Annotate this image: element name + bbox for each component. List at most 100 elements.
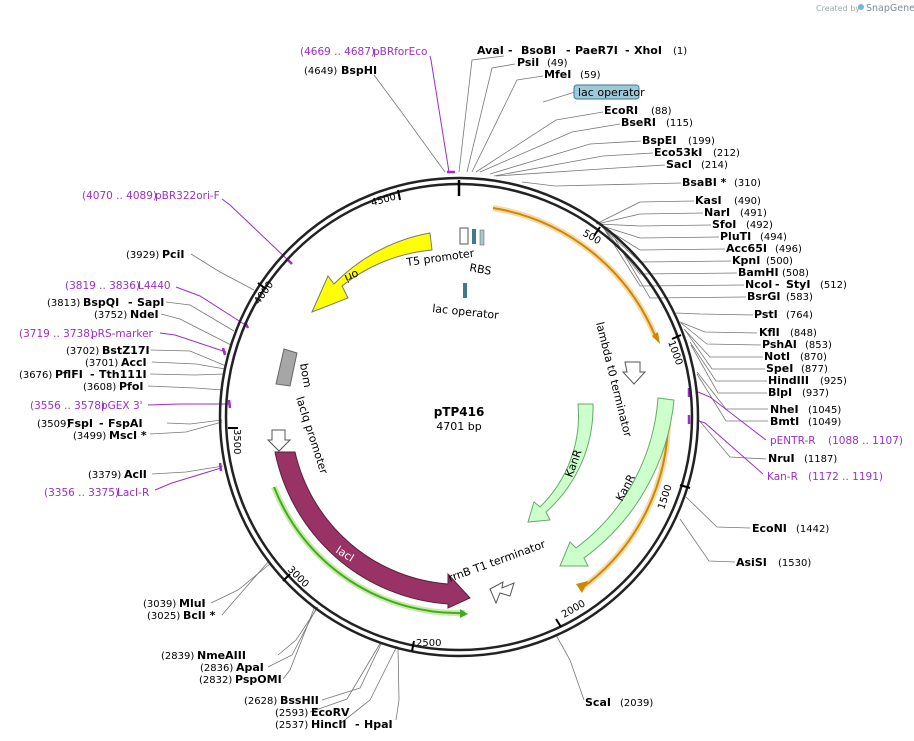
site-bsrgi[interactable]: BsrGI xyxy=(747,290,780,303)
site-pos: (214) xyxy=(701,160,728,171)
site-psppomi[interactable]: PspOMI xyxy=(235,673,282,686)
site-pos: (3608) xyxy=(83,382,116,393)
site-mlui[interactable]: MluI xyxy=(179,597,206,610)
laciq-promoter-arrow[interactable] xyxy=(266,429,292,452)
primer-l4440[interactable]: L4440 xyxy=(138,280,171,292)
lac-operator-box-label: lac operator xyxy=(578,86,645,99)
site-psti[interactable]: PstI xyxy=(754,308,778,321)
site-nrui[interactable]: NruI xyxy=(768,452,795,465)
site-nmeaiii[interactable]: NmeAIII xyxy=(197,649,246,662)
ori-feature[interactable] xyxy=(311,232,433,313)
lac-operator-box-leader xyxy=(542,91,576,103)
site-acc65i[interactable]: Acc65I xyxy=(726,242,767,255)
site-pos: (1530) xyxy=(778,558,811,569)
site-pfoi[interactable]: PfoI xyxy=(119,380,144,393)
rrnb-t1-arrow[interactable] xyxy=(489,581,515,605)
site-eco53ki[interactable]: Eco53kI xyxy=(654,146,702,159)
primer-pentr-r[interactable]: pENTR-R xyxy=(770,435,816,447)
site-nhei[interactable]: NheI xyxy=(770,403,799,416)
site-bamhi[interactable]: BamHI xyxy=(738,266,779,279)
site-bspei[interactable]: BspEI xyxy=(642,134,676,147)
site-fspai[interactable]: FspAI xyxy=(108,417,143,430)
site-pos: (1442) xyxy=(796,524,829,535)
site-pflfi[interactable]: PflFI xyxy=(55,368,83,381)
site-dash: - xyxy=(508,44,513,57)
site-noti[interactable]: NotI xyxy=(764,350,790,363)
site-bseri[interactable]: BseRI xyxy=(621,116,656,129)
site-nari[interactable]: NarI xyxy=(704,206,730,219)
site-asisi[interactable]: AsiSI xyxy=(736,556,767,569)
site-msci[interactable]: MscI * xyxy=(109,429,147,442)
site-psii[interactable]: PsiI xyxy=(517,56,539,69)
lambda-t0-arrow[interactable] xyxy=(621,361,647,385)
site-pluti[interactable]: PluTI xyxy=(720,230,751,243)
site-bsphi[interactable]: BspHI xyxy=(341,64,377,77)
site-pos: (870) xyxy=(800,352,827,363)
primer-pbr322ori-f[interactable]: pBR322ori-F xyxy=(155,190,220,202)
site-hincii[interactable]: HincII xyxy=(311,718,347,731)
site-spei[interactable]: SpeI xyxy=(766,362,793,375)
site-ecori[interactable]: EcoRI xyxy=(604,104,638,117)
site-apai[interactable]: ApaI xyxy=(236,661,264,674)
site-acci[interactable]: AccI xyxy=(121,356,147,369)
site-leader-lines xyxy=(147,55,768,724)
bom-feature[interactable] xyxy=(275,348,298,387)
site-bsshii[interactable]: BssHII xyxy=(280,694,319,707)
site-acli[interactable]: AclI xyxy=(124,468,147,481)
site-bstz17i[interactable]: BstZ17I xyxy=(102,344,150,357)
site-tth111i[interactable]: Tth111I xyxy=(99,368,147,381)
site-econi[interactable]: EcoNI xyxy=(752,522,787,535)
site-mfei[interactable]: MfeI xyxy=(544,68,571,81)
rbs-element[interactable] xyxy=(479,229,485,246)
site-pos: (1) xyxy=(673,46,687,57)
site-paer7i[interactable]: PaeR7I xyxy=(575,44,618,57)
site-pos: (199) xyxy=(688,136,715,147)
site-hpai[interactable]: HpaI xyxy=(364,718,393,731)
site-ncoi[interactable]: NcoI xyxy=(745,278,772,291)
site-pshai[interactable]: PshAI xyxy=(762,338,797,351)
site-fspi[interactable]: FspI xyxy=(67,417,93,430)
site-sapi[interactable]: SapI xyxy=(137,296,164,309)
site-saci[interactable]: SacI xyxy=(666,158,692,171)
site-scai[interactable]: ScaI xyxy=(585,696,611,709)
site-styi[interactable]: StyI xyxy=(786,278,810,291)
site-sfoi[interactable]: SfoI xyxy=(712,218,736,231)
site-pos: (925) xyxy=(820,376,847,387)
site-pos: (2593) xyxy=(275,708,308,719)
site-blpi[interactable]: BlpI xyxy=(768,386,792,399)
primer-prs-marker[interactable]: pRS-marker xyxy=(91,328,154,340)
laci-feature[interactable] xyxy=(274,451,471,609)
site-bcli[interactable]: BclI * xyxy=(183,609,216,622)
site-pos: (877) xyxy=(801,364,828,375)
site-bmti[interactable]: BmtI xyxy=(770,415,799,428)
primer-laci-r[interactable]: LacI-R xyxy=(117,487,149,499)
site-kpni[interactable]: KpnI xyxy=(732,254,760,267)
site-bsabi[interactable]: BsaBI * xyxy=(682,176,727,189)
kanr-feature-2[interactable] xyxy=(559,397,675,567)
primer-pgex-3[interactable]: pGEX 3' xyxy=(101,400,143,412)
rbs-label: RBS xyxy=(468,261,492,278)
site-pos: (3025) xyxy=(147,611,180,622)
t5-promoter-element[interactable] xyxy=(459,227,469,245)
lac-operator-element-2[interactable] xyxy=(463,283,467,298)
site-xhoi[interactable]: XhoI xyxy=(634,44,662,57)
site-ecorv[interactable]: EcoRV xyxy=(311,706,350,719)
site-bsobi[interactable]: BsoBI xyxy=(521,44,556,57)
site-kasi[interactable]: KasI xyxy=(695,194,722,207)
primer-kan-r[interactable]: Kan-R xyxy=(767,471,798,483)
lac-operator-label: lac operator xyxy=(432,302,500,322)
site-ndei[interactable]: NdeI xyxy=(130,308,159,321)
kanr-feature-1[interactable] xyxy=(527,403,594,523)
site-pos: (3039) xyxy=(143,599,176,610)
site-pos: (3379) xyxy=(88,470,121,481)
lac-operator-element-1[interactable] xyxy=(472,229,476,244)
site-pcii[interactable]: PciI xyxy=(162,248,184,261)
site-kfli[interactable]: KflI xyxy=(759,326,780,339)
site-bspqi[interactable]: BspQI xyxy=(83,296,119,309)
primer-pbrforeco[interactable]: pBRforEco xyxy=(373,46,427,58)
plasmid-size: 4701 bp xyxy=(436,420,481,433)
site-hindiii[interactable]: HindIII xyxy=(768,374,809,387)
site-pos: (3702) xyxy=(66,346,99,357)
tick-label-2500: 2500 xyxy=(416,638,441,649)
site-avai[interactable]: AvaI xyxy=(477,44,504,57)
